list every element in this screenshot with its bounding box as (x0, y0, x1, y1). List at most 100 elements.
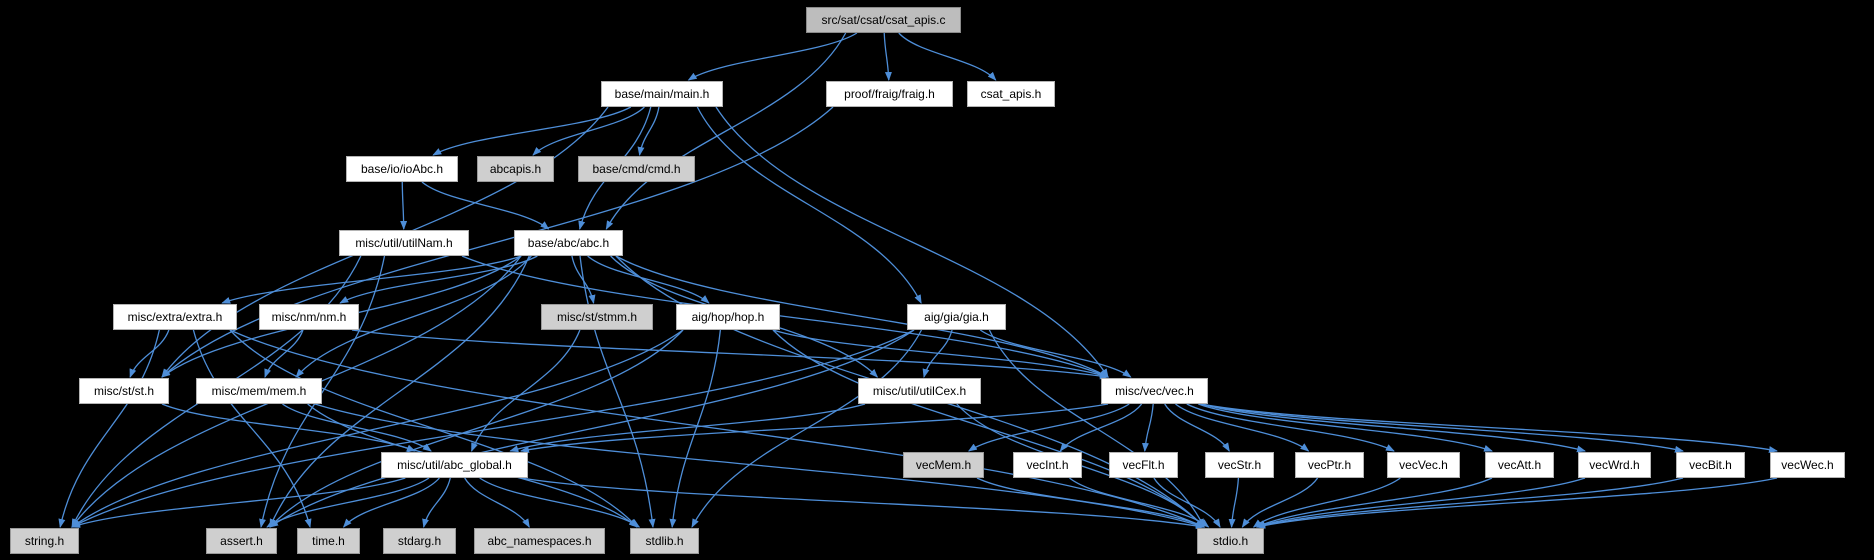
include-edge-main_h-to-vec_h (715, 106, 1109, 378)
include-edge-hop_h-to-assert_h (269, 329, 684, 528)
include-edge-abc_global_h-to-time_h (342, 477, 440, 528)
graph-node-abc_h[interactable]: base/abc/abc.h (514, 230, 623, 256)
graph-node-main_h[interactable]: base/main/main.h (601, 81, 723, 107)
include-edge-vec_h-to-vecptr_h (1175, 403, 1310, 452)
include-edge-vecatt_h-to-stdio_h (1256, 477, 1493, 528)
graph-node-utilcex_h[interactable]: misc/util/utilCex.h (858, 378, 981, 404)
include-edge-csat_apis_c-to-csat_apis_h (898, 32, 997, 81)
include-edge-vec_h-to-vecflt_h (1141, 403, 1154, 452)
graph-node-ioabc_h[interactable]: base/io/ioAbc.h (346, 156, 458, 182)
graph-node-abc_global_h[interactable]: misc/util/abc_global.h (381, 452, 528, 478)
include-edge-abc_h-to-vec_h (615, 255, 1109, 378)
include-edge-fraig_h-to-st_h (161, 106, 834, 378)
include-edge-vec_h-to-vecint_h (1059, 403, 1143, 452)
include-edge-csat_apis_c-to-abc_h (605, 32, 847, 230)
include-edge-utilcex_h-to-abc_global_h (509, 403, 866, 453)
include-edge-vec_h-to-vecstr_h (1164, 403, 1230, 452)
include-edge-vec_h-to-abc_global_h (520, 403, 1109, 454)
include-edge-st_h-to-abc_global_h (161, 403, 416, 452)
graph-node-fraig_h[interactable]: proof/fraig/fraig.h (826, 81, 953, 107)
include-edge-extra_h-to-st_h (129, 329, 170, 378)
include-edge-vecmem_h-to-stdio_h (976, 477, 1205, 528)
graph-node-stdio_h: stdio.h (1197, 528, 1264, 554)
include-edge-abc_global_h-to-abc_namespaces_h (464, 477, 530, 528)
include-edge-vec_h-to-vecmem_h (967, 403, 1130, 452)
include-edge-abc_h-to-mem_h (295, 255, 532, 378)
include-edge-extra_h-to-string_h (58, 329, 160, 528)
include-edge-ioabc_h-to-abc_h (421, 181, 550, 230)
graph-node-vecvec_h[interactable]: vecVec.h (1387, 452, 1460, 478)
graph-node-assert_h: assert.h (206, 528, 277, 554)
include-edge-vec_h-to-vecwrd_h (1200, 403, 1586, 453)
include-edge-csat_apis_c-to-main_h (687, 32, 858, 81)
include-edge-mem_h-to-abc_global_h (282, 403, 432, 452)
include-edge-extra_h-to-stdio_h (229, 329, 1205, 528)
graph-node-csat_apis_c: src/sat/csat/csat_apis.c (806, 7, 961, 33)
graph-node-vecmem_h: vecMem.h (903, 452, 984, 478)
graph-node-vecatt_h[interactable]: vecAtt.h (1485, 452, 1554, 478)
include-edge-vecwec_h-to-stdio_h (1256, 477, 1778, 529)
include-edge-main_h-to-abcapis_h (532, 106, 645, 156)
graph-node-vecflt_h[interactable]: vecFlt.h (1109, 452, 1178, 478)
include-edge-gia_h-to-stdio_h (988, 329, 1205, 528)
include-edge-abc_h-to-hop_h (587, 255, 710, 304)
include-edge-abc_h-to-stdlib_h (579, 255, 656, 528)
include-edge-vec_h-to-vecatt_h (1198, 403, 1493, 452)
include-edge-vecflt_h-to-stdio_h (1153, 477, 1221, 528)
include-edge-abc_global_h-to-stdio_h (520, 477, 1205, 530)
include-edge-utilnam_h-to-assert_h (259, 255, 386, 528)
include-edge-vecptr_h-to-stdio_h (1241, 477, 1319, 528)
graph-node-vecint_h[interactable]: vecInt.h (1013, 452, 1082, 478)
graph-node-utilnam_h[interactable]: misc/util/utilNam.h (339, 230, 469, 256)
include-edge-vec_h-to-vecwec_h (1200, 403, 1778, 454)
include-edge-abc_global_h-to-string_h (71, 477, 406, 528)
graph-node-gia_h[interactable]: aig/gia/gia.h (907, 304, 1006, 330)
include-edge-vecbit_h-to-stdio_h (1256, 477, 1684, 529)
include-edge-nm_h-to-vec_h (351, 329, 1109, 380)
graph-node-vecwec_h[interactable]: vecWec.h (1770, 452, 1845, 478)
include-edge-gia_h-to-utilcex_h (922, 329, 953, 378)
graph-node-cmd_h: base/cmd/cmd.h (578, 156, 695, 182)
include-edge-abc_global_h-to-stdlib_h (479, 477, 641, 528)
graph-node-extra_h[interactable]: misc/extra/extra.h (113, 304, 237, 330)
graph-node-abc_namespaces_h: abc_namespaces.h (474, 528, 605, 554)
graph-node-hop_h[interactable]: aig/hop/hop.h (676, 304, 780, 330)
include-edge-abc_global_h-to-assert_h (266, 477, 430, 528)
include-edge-vec_h-to-vecvec_h (1186, 403, 1395, 452)
include-edge-vecvec_h-to-stdio_h (1252, 477, 1401, 528)
include-edge-main_h-to-gia_h (696, 106, 922, 304)
graph-node-st_h[interactable]: misc/st/st.h (79, 378, 169, 404)
include-edge-stmm_h-to-abc_global_h (470, 329, 581, 452)
graph-node-vecwrd_h[interactable]: vecWrd.h (1578, 452, 1651, 478)
graph-node-vecstr_h[interactable]: vecStr.h (1205, 452, 1274, 478)
graph-node-vecptr_h[interactable]: vecPtr.h (1295, 452, 1364, 478)
include-edge-gia_h-to-vec_h (979, 329, 1132, 378)
graph-node-stmm_h: misc/st/stmm.h (541, 304, 653, 330)
include-edge-abc_h-to-extra_h (221, 255, 522, 304)
include-edge-main_h-to-ioabc_h (432, 106, 632, 156)
include-edge-vec_h-to-vecbit_h (1200, 403, 1684, 453)
include-edge-hop_h-to-string_h (71, 329, 684, 528)
graph-node-string_h: string.h (10, 528, 79, 554)
include-edge-csat_apis_c-to-fraig_h (883, 32, 892, 81)
include-edge-utilnam_h-to-vec_h (461, 255, 1109, 378)
include-edge-gia_h-to-string_h (71, 329, 915, 528)
graph-node-time_h: time.h (297, 528, 360, 554)
include-edge-main_h-to-cmd_h (637, 106, 660, 156)
graph-node-mem_h[interactable]: misc/mem/mem.h (196, 378, 322, 404)
graph-node-nm_h[interactable]: misc/nm/nm.h (259, 304, 359, 330)
include-edge-ioabc_h-to-utilnam_h (400, 181, 408, 230)
graph-node-vec_h[interactable]: misc/vec/vec.h (1101, 378, 1208, 404)
graph-node-stdarg_h: stdarg.h (383, 528, 456, 554)
graph-node-abcapis_h: abcapis.h (477, 156, 554, 182)
include-edge-gia_h-to-assert_h (269, 329, 915, 528)
include-edge-hop_h-to-vec_h (772, 329, 1109, 378)
include-edge-abc_global_h-to-stdarg_h (422, 477, 451, 528)
graph-node-vecbit_h[interactable]: vecBit.h (1676, 452, 1745, 478)
include-edge-abc_h-to-assert_h (269, 255, 530, 528)
graph-node-csat_apis_h[interactable]: csat_apis.h (967, 81, 1055, 107)
include-edge-hop_h-to-stdlib_h (669, 329, 722, 528)
include-edge-vecstr_h-to-stdio_h (1228, 477, 1240, 528)
